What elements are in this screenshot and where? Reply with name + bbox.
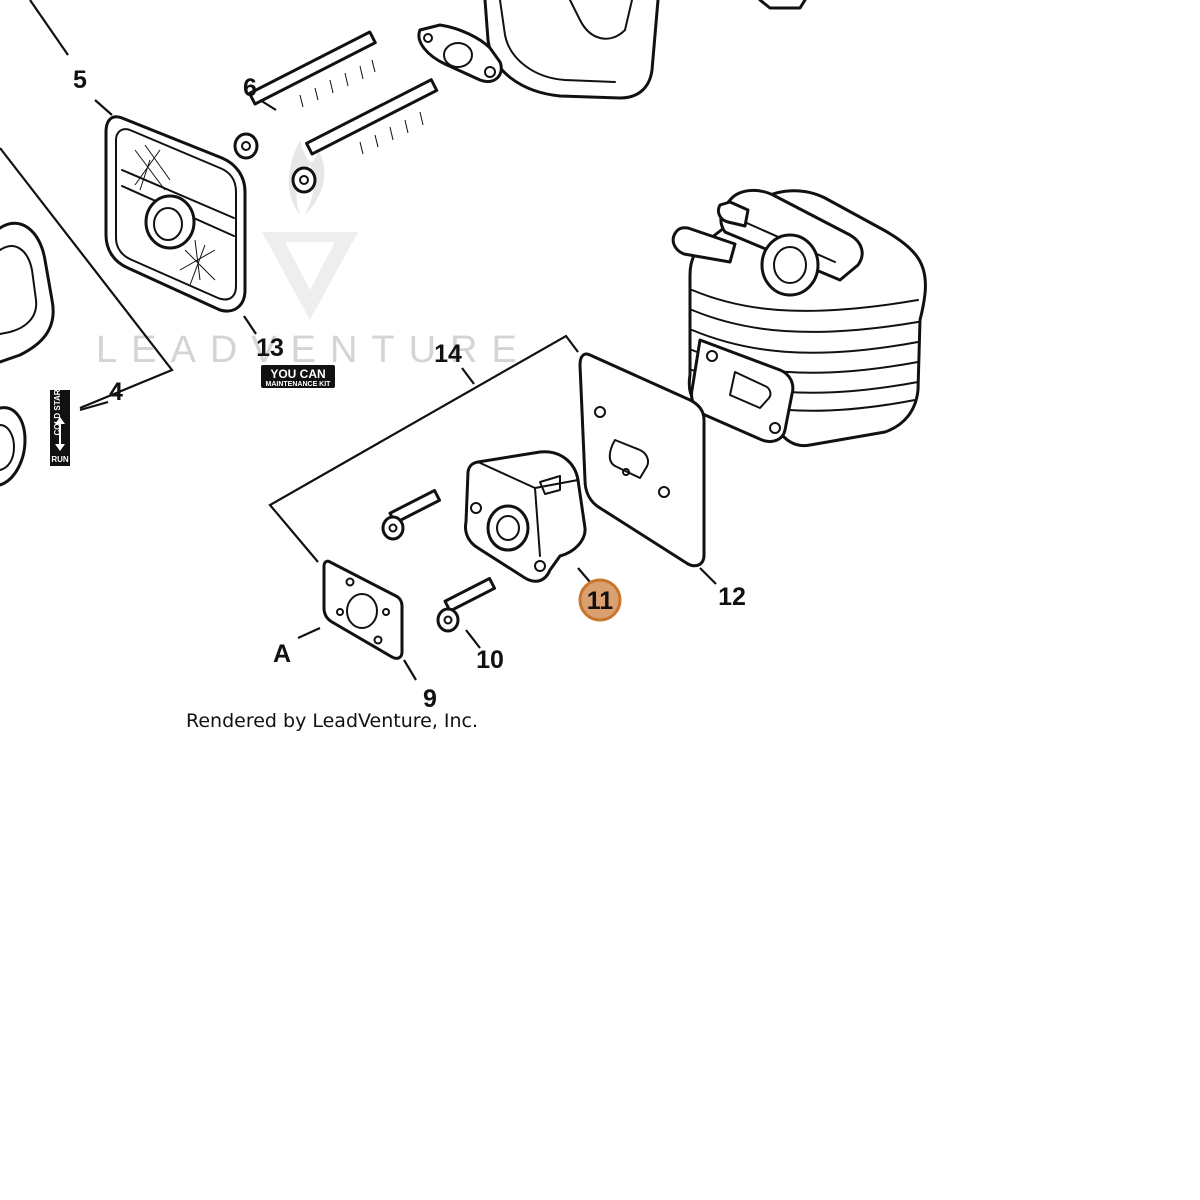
cylinder — [671, 189, 927, 448]
cylinder-gasket — [578, 352, 706, 568]
watermark-text: LEADVENTURE — [96, 329, 531, 371]
callout-14[interactable]: 14 — [434, 340, 462, 368]
callout-4[interactable]: 4 — [109, 378, 123, 406]
short-screw-lower — [436, 576, 497, 633]
left-bracket-lines — [0, 0, 174, 410]
long-screw-upper — [233, 30, 377, 160]
callout-11[interactable]: 11 — [587, 587, 614, 615]
air-filter-housing-partial — [0, 221, 55, 487]
svg-text:MAINTENANCE KIT: MAINTENANCE KIT — [266, 381, 332, 388]
svg-text:COLD START: COLD START — [53, 384, 62, 435]
carburetor-gasket — [322, 559, 404, 660]
air-filter — [104, 115, 247, 313]
maintenance-kit-badge: YOU CAN MAINTENANCE KIT — [261, 365, 335, 388]
callout-9[interactable]: 9 — [423, 685, 437, 713]
callout-6[interactable]: 6 — [243, 74, 257, 102]
choke-decal: COLD START RUN — [50, 384, 70, 466]
svg-text:RUN: RUN — [51, 455, 69, 464]
render-credit: Rendered by LeadVenture, Inc. — [186, 710, 478, 732]
callout-10[interactable]: 10 — [476, 646, 504, 674]
short-screw-upper — [381, 488, 442, 541]
top-housing-partial — [417, 0, 807, 100]
callout-5[interactable]: 5 — [73, 66, 87, 94]
callout-13[interactable]: 13 — [256, 334, 284, 362]
long-screw-lower — [291, 78, 439, 194]
leader-lines — [79, 99, 717, 681]
intake-manifold — [464, 450, 587, 583]
watermark-logo — [262, 140, 358, 320]
svg-text:YOU CAN: YOU CAN — [270, 367, 325, 381]
callout-11-highlight[interactable]: 11 — [578, 578, 622, 622]
callout-A[interactable]: A — [273, 640, 291, 668]
callout-12[interactable]: 12 — [718, 583, 746, 611]
kit-bracket-lines — [268, 334, 579, 563]
